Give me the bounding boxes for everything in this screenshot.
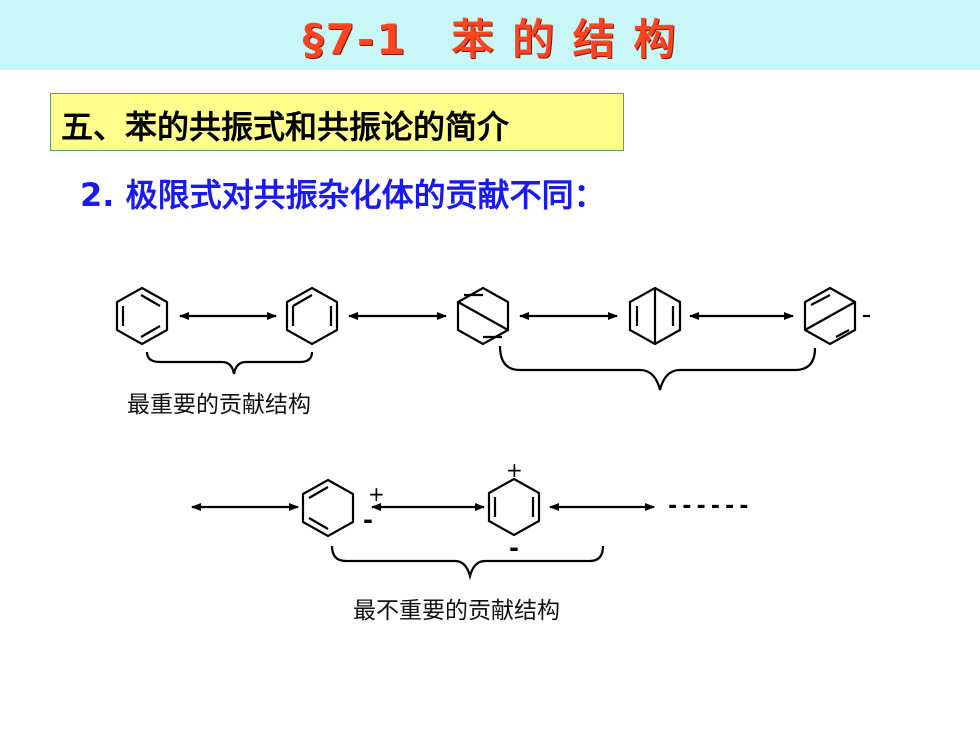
plus-charge: + (368, 482, 385, 506)
dewar-structure-1 (456, 286, 510, 346)
ionic-structure-1 (301, 478, 355, 538)
minus-charge: - (509, 534, 519, 562)
page-title: §7-1 苯 的 结 构 (302, 15, 678, 64)
kekule-structure-2 (285, 286, 339, 346)
subheading: 2. 极限式对共振杂化体的贡献不同： (80, 176, 606, 214)
label-least-important: 最不重要的贡献结构 (353, 598, 560, 624)
label-most-important: 最重要的贡献结构 (127, 392, 311, 418)
plus-charge: + (506, 458, 523, 482)
section-heading: 五、苯的共振式和共振论的简介 (61, 108, 510, 146)
ionic-structure-2 (487, 477, 541, 537)
minus-charge: - (363, 506, 373, 534)
dewar-structure-3 (803, 286, 870, 346)
kekule-structure-1 (115, 286, 169, 346)
section-heading-box: 五、苯的共振式和共振论的简介 (50, 93, 624, 151)
brace-dewar (498, 345, 817, 391)
dewar-structure-2 (628, 286, 682, 346)
ellipsis-dashes: ------ (666, 494, 751, 519)
title-bar: §7-1 苯 的 结 构 (0, 0, 980, 70)
brace-least-important (330, 545, 605, 581)
brace-most-important (145, 351, 314, 375)
